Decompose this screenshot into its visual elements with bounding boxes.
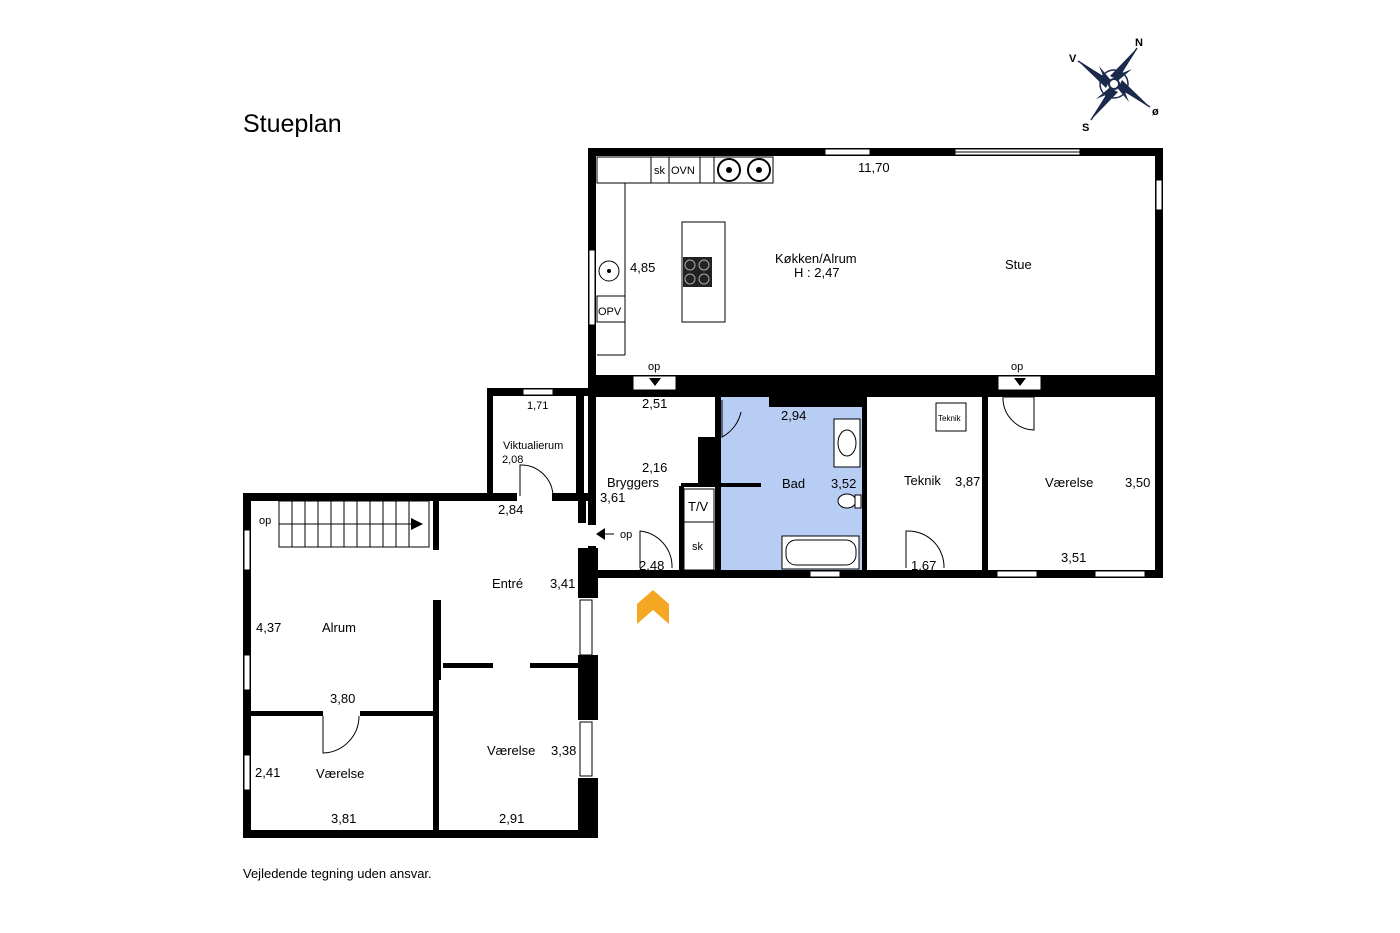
stairs-arrow-icon — [411, 518, 423, 530]
room-bad: Bad — [782, 476, 805, 491]
compass-s-label: S — [1082, 122, 1089, 134]
dim-2-41: 2,41 — [255, 765, 280, 780]
label-tv: T/V — [688, 499, 709, 514]
entrance-marker-icon — [637, 590, 669, 624]
dim-2-94: 2,94 — [781, 408, 806, 423]
dim-3-38: 3,38 — [551, 743, 576, 758]
dim-2-48: 2,48 — [639, 558, 664, 573]
compass-n-label: N — [1135, 37, 1143, 49]
dim-3-81: 3,81 — [331, 811, 356, 826]
room-kitchen-height: H : 2,47 — [794, 265, 840, 280]
label-teknik-box: Teknik — [938, 414, 962, 423]
dim-2-08: 2,08 — [502, 454, 523, 466]
dim-3-52: 3,52 — [831, 476, 856, 491]
room-vaerelse-sw: Værelse — [316, 766, 364, 781]
room-entre: Entré — [492, 576, 523, 591]
dim-1-71: 1,71 — [527, 400, 548, 412]
kitchen-counters — [596, 156, 774, 356]
room-bryggers: Bryggers — [607, 475, 660, 490]
dim-1-67: 1,67 — [911, 558, 936, 573]
cooktop-icon — [683, 257, 712, 287]
dim-2-16: 2,16 — [642, 460, 667, 475]
room-vaerelse-ne: Værelse — [1045, 475, 1093, 490]
dim-11-70: 11,70 — [858, 160, 890, 175]
doors — [322, 396, 1035, 754]
dim-3-50: 3,50 — [1125, 475, 1150, 490]
dim-2-51: 2,51 — [642, 396, 667, 411]
dim-4-85: 4,85 — [630, 260, 655, 275]
sink-icon — [598, 260, 620, 282]
op-arrow-icons — [596, 378, 1026, 540]
staircase — [278, 500, 430, 548]
dim-3-41: 3,41 — [550, 576, 575, 591]
room-kitchen: Køkken/Alrum — [775, 251, 857, 266]
label-opv: OPV — [598, 306, 622, 318]
disclaimer: Vejledende tegning uden ansvar. — [243, 866, 432, 881]
dim-3-51: 3,51 — [1061, 550, 1086, 565]
walls — [243, 148, 1163, 838]
label-op-kitchen: op — [648, 361, 660, 373]
compass-o-label: ø — [1152, 106, 1159, 118]
dim-2-84: 2,84 — [498, 502, 523, 517]
decorative-fan-icons — [717, 158, 771, 182]
room-stue: Stue — [1005, 257, 1032, 272]
room-viktualierum: Viktualierum — [503, 440, 563, 452]
room-vaerelse-s: Værelse — [487, 743, 535, 758]
dim-3-87: 3,87 — [955, 474, 980, 489]
bathroom-fixtures — [781, 418, 862, 570]
room-teknik: Teknik — [904, 473, 941, 488]
plan-title: Stueplan — [243, 110, 342, 138]
label-ovn: OVN — [671, 165, 695, 177]
label-op-stue: op — [1011, 361, 1023, 373]
room-alrum: Alrum — [322, 620, 356, 635]
compass-rose: N V S ø — [1069, 37, 1159, 134]
dim-3-80: 3,80 — [330, 691, 355, 706]
dim-2-91: 2,91 — [499, 811, 524, 826]
label-sk-bryggers: sk — [692, 541, 704, 553]
dim-3-61: 3,61 — [600, 490, 625, 505]
utility-boxes — [683, 402, 967, 571]
label-op-stairs: op — [259, 515, 271, 527]
label-op-entre: op — [620, 529, 632, 541]
compass-v-label: V — [1069, 53, 1077, 65]
dim-4-37: 4,37 — [256, 620, 281, 635]
label-sk-top: sk — [654, 165, 666, 177]
